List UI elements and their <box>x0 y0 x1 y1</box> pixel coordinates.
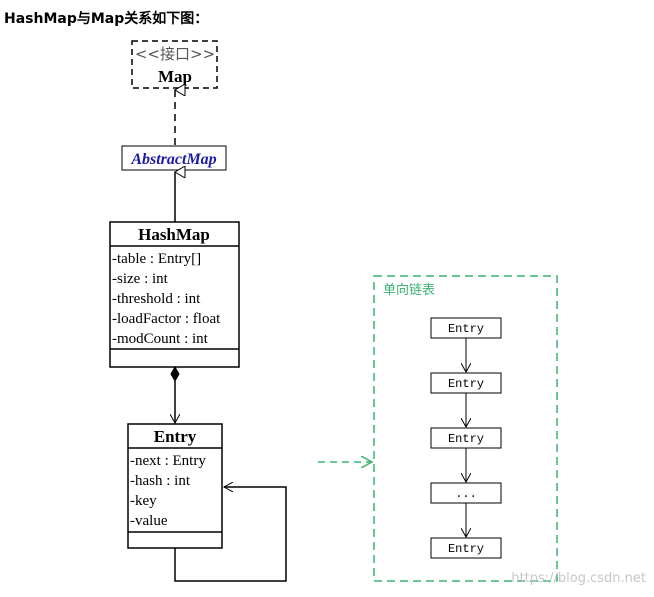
list-node: Entry <box>448 542 484 556</box>
map-interface: <<接口>> Map <box>131 40 218 89</box>
list-node: Entry <box>448 432 484 446</box>
hashmap-field: -loadFactor : float <box>112 311 221 327</box>
hashmap-name: HashMap <box>138 225 210 244</box>
interface-name: Map <box>158 67 192 86</box>
list-node: Entry <box>448 322 484 336</box>
entry-name: Entry <box>154 427 197 446</box>
watermark: https://blog.csdn.net <box>511 571 646 586</box>
list-node: Entry <box>448 377 484 391</box>
hashmap-field: -threshold : int <box>112 291 201 307</box>
entry-field: -value <box>130 513 168 529</box>
composition-link <box>170 365 180 423</box>
interface-stereotype: <<接口>> <box>135 45 215 63</box>
entry-class: Entry -next : Entry -hash : int -key -va… <box>127 423 223 549</box>
abstractmap-class: AbstractMap <box>121 145 227 171</box>
list-node: ... <box>455 487 477 501</box>
linked-list-title: 单向链表 <box>383 282 435 298</box>
hashmap-field: -table : Entry[] <box>112 251 201 267</box>
self-association-loop <box>174 487 287 582</box>
abstractmap-name: AbstractMap <box>130 151 216 168</box>
linked-list-container: 单向链表 Entry Entry Entry ... Entry <box>373 275 558 582</box>
entry-field: -hash : int <box>130 473 191 489</box>
hashmap-class: HashMap -table : Entry[] -size : int -th… <box>109 221 240 368</box>
hashmap-field: -size : int <box>112 271 169 287</box>
entry-field: -next : Entry <box>130 453 206 469</box>
entry-field: -key <box>130 493 157 509</box>
hashmap-field: -modCount : int <box>112 331 209 347</box>
page-heading: HashMap与Map关系如下图： <box>4 11 209 27</box>
composition-diamond <box>170 365 180 383</box>
